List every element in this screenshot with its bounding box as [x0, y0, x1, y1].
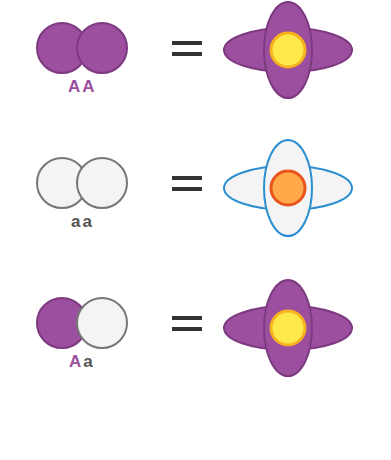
- allele-pair: [37, 23, 127, 73]
- equals-sign: [172, 316, 202, 331]
- equals-sign: [172, 41, 202, 56]
- allele-pair: [37, 298, 127, 348]
- genotype-label: AA: [68, 77, 97, 97]
- genotype-label: Aa: [69, 352, 95, 372]
- purple-flower: [224, 2, 352, 98]
- purple-flower: [224, 280, 352, 376]
- allele-pair: [37, 158, 127, 208]
- white-flower: [224, 140, 352, 236]
- genotype-label: aa: [71, 212, 94, 232]
- equals-sign: [172, 176, 202, 191]
